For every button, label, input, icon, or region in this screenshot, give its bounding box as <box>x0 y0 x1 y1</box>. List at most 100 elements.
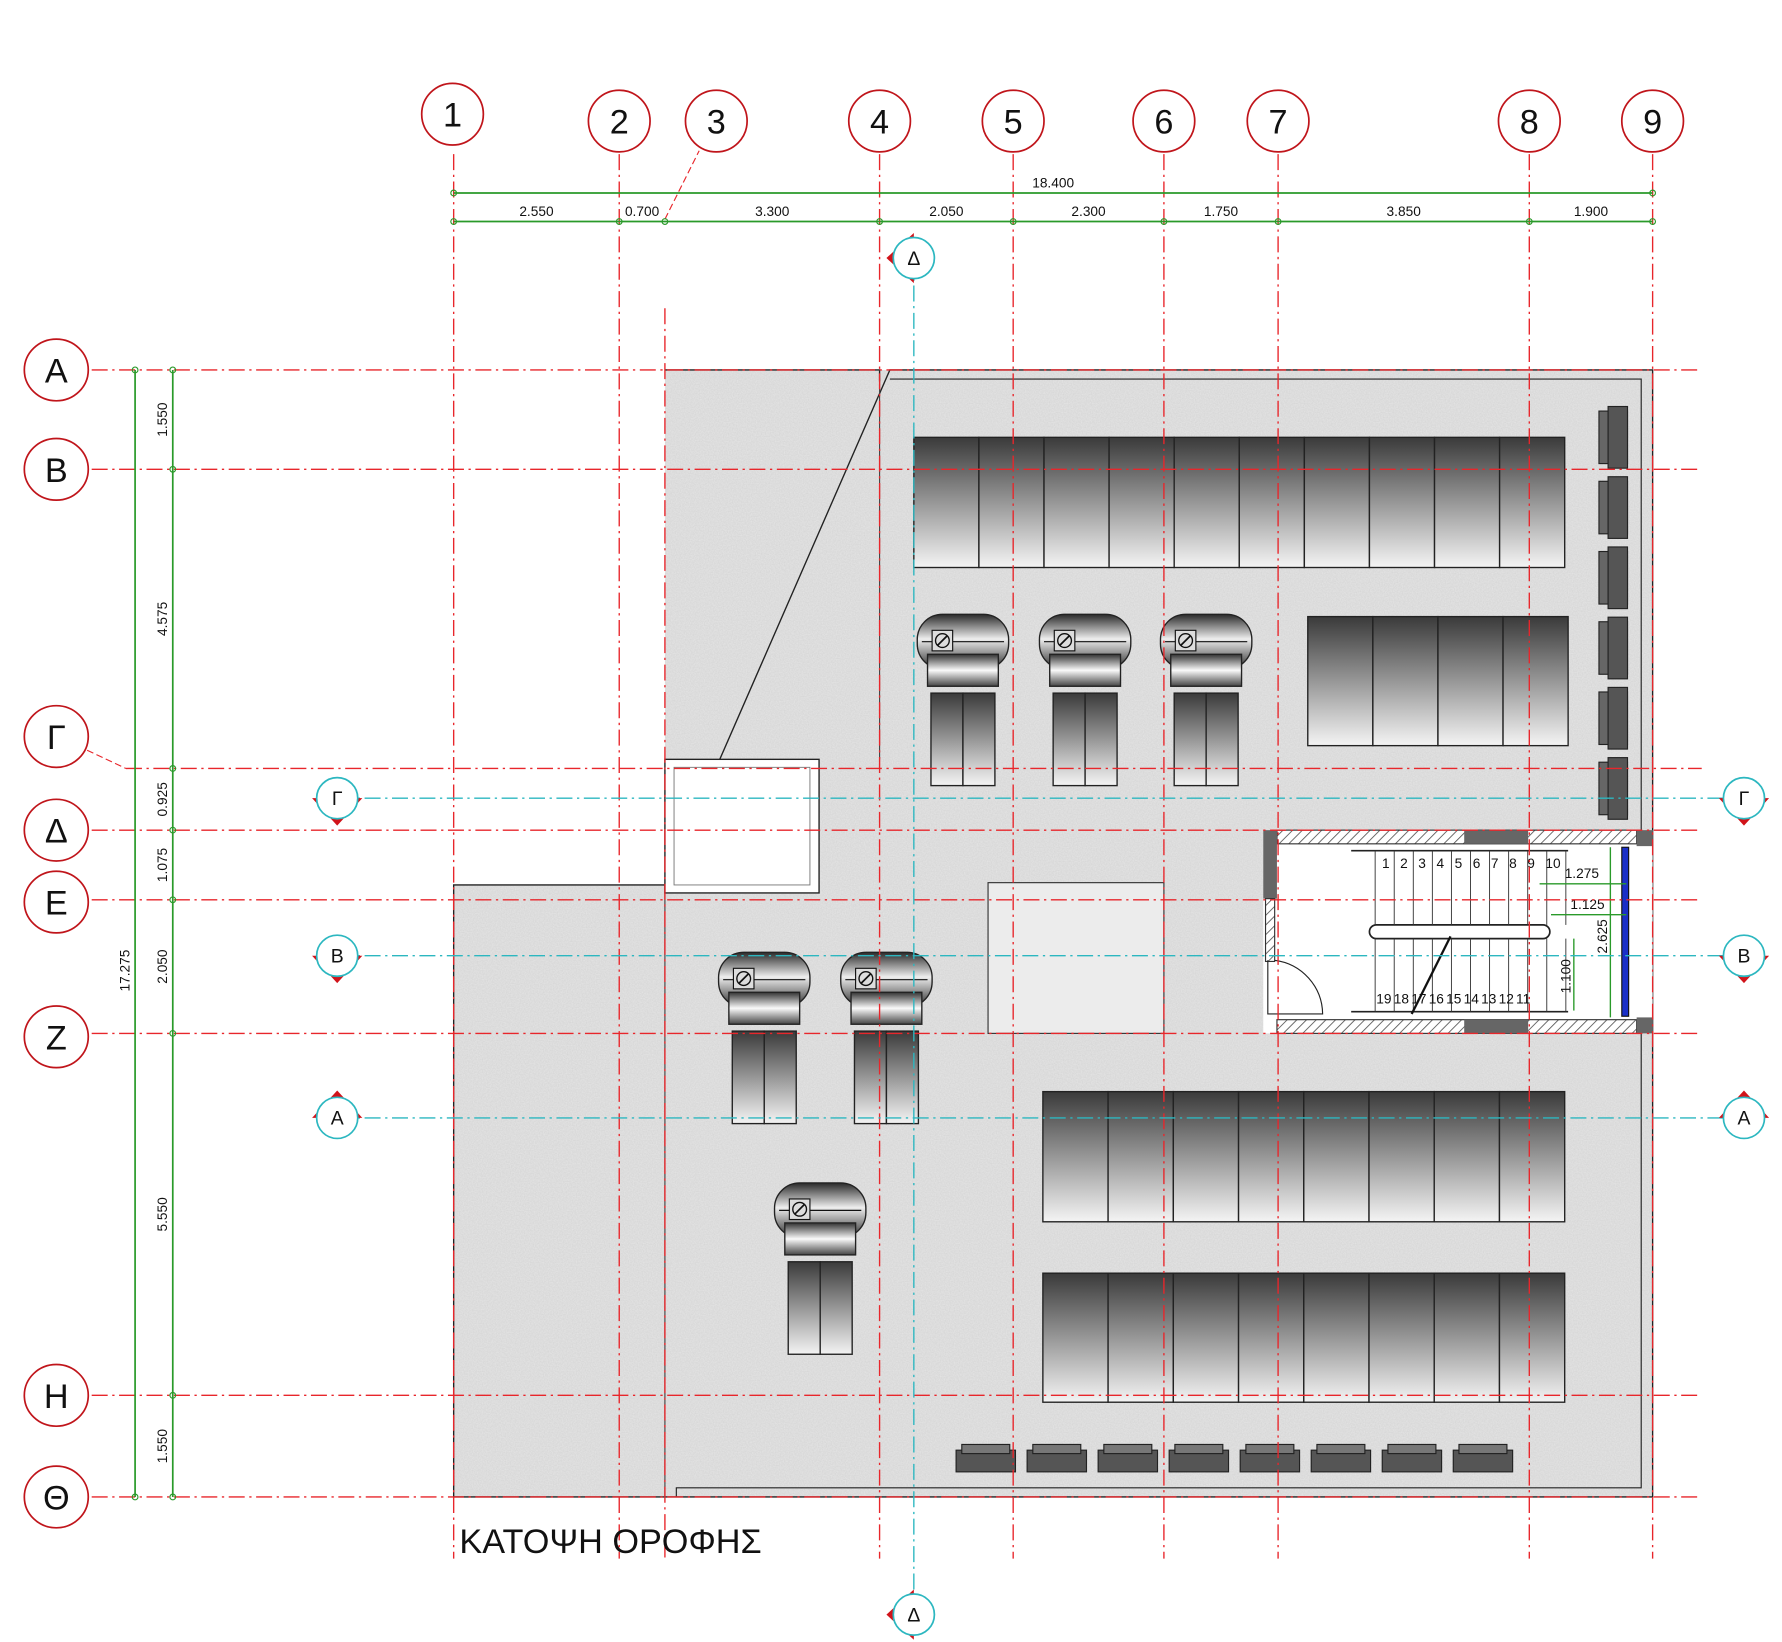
solar-panel <box>1042 1090 1109 1223</box>
dimension-tick <box>1525 218 1533 225</box>
ac-unit-top <box>1103 1443 1153 1455</box>
grid-bubble <box>23 1465 90 1529</box>
grid-label-column: 7 <box>1269 104 1288 142</box>
solar-water-heater <box>916 613 1010 787</box>
collector-panel <box>763 1030 797 1125</box>
tank-support <box>1049 653 1122 687</box>
section-marker: Α <box>1718 1090 1770 1140</box>
dimension-total-vertical: 17.275 <box>117 949 132 991</box>
dimension-label: 1.550 <box>155 1429 170 1464</box>
grid-label-column: 3 <box>707 104 726 142</box>
ac-unit <box>1598 616 1629 680</box>
ac-unit <box>1598 476 1629 539</box>
grid-label-column: 2 <box>610 104 629 142</box>
column <box>1636 830 1653 847</box>
dimension-tick <box>1009 218 1017 225</box>
solar-water-heater <box>717 951 811 1125</box>
dimension-tick <box>169 896 177 904</box>
section-bubble <box>315 776 359 820</box>
dimension-tick <box>169 465 177 473</box>
solar-panel <box>913 436 980 569</box>
solar-panel-array <box>1042 1272 1566 1403</box>
dimension-label: 1.275 <box>1565 866 1600 881</box>
ac-unit <box>1598 686 1629 750</box>
grid-leader <box>86 749 127 769</box>
section-label: Γ <box>332 788 343 810</box>
dimension-label: 1.125 <box>1570 897 1605 912</box>
dimension-tick <box>615 218 623 225</box>
section-label: Δ <box>907 248 920 270</box>
ac-unit-top <box>1032 1443 1082 1455</box>
grid-label-column: 9 <box>1643 104 1662 142</box>
grid-label-column: 1 <box>443 97 462 135</box>
grid-label-row: Ζ <box>46 1019 67 1057</box>
stair-step-number: 15 <box>1446 992 1462 1007</box>
stair-step-number: 5 <box>1455 856 1463 871</box>
ac-unit-top <box>1245 1443 1295 1455</box>
solar-panel <box>1173 436 1240 569</box>
ac-unit <box>955 1443 1017 1473</box>
section-marker: Δ <box>886 232 936 284</box>
light-well <box>664 758 820 894</box>
section-bubble <box>1722 934 1766 978</box>
stair-step-number: 13 <box>1481 992 1497 1007</box>
roof-hatch <box>987 882 1165 1034</box>
stair-step-number: 2 <box>1400 856 1408 871</box>
cut-line <box>1410 935 1452 1015</box>
section-bubble <box>315 1096 359 1140</box>
collector-panel <box>885 1030 920 1125</box>
dimension-label: 5.550 <box>155 1197 170 1232</box>
stair-step-number: 4 <box>1436 856 1444 871</box>
ac-unit-top <box>1607 405 1629 469</box>
collector-panel <box>787 1261 821 1355</box>
column <box>1636 1017 1653 1034</box>
grid-label-column: 6 <box>1154 104 1173 142</box>
dimension-label: 2.050 <box>929 204 964 219</box>
ac-unit <box>1598 757 1629 820</box>
stair-step-number: 7 <box>1491 856 1499 871</box>
stairwell <box>1263 830 1653 1034</box>
section-label: Β <box>1737 946 1750 968</box>
grid-label-column: 5 <box>1004 104 1023 142</box>
solar-water-heater <box>1159 613 1253 787</box>
solar-panel <box>1368 1090 1435 1223</box>
drawing-title: ΚΑΤΟΨΗ ΟΡΟΦΗΣ <box>459 1523 761 1561</box>
ac-unit-top <box>1174 1443 1224 1455</box>
collector-panel <box>1173 692 1207 787</box>
collector-panel <box>930 692 964 787</box>
solar-panel <box>1368 1272 1435 1403</box>
section-label: Δ <box>907 1604 920 1626</box>
collector-panel <box>1205 692 1239 787</box>
solar-panel <box>1437 615 1504 747</box>
stair-wall <box>1264 898 1276 963</box>
valve-icon <box>860 973 872 984</box>
ac-unit <box>1598 546 1629 610</box>
tank-support <box>784 1222 857 1256</box>
solar-panel-array <box>1307 615 1569 747</box>
grid-bubble <box>847 89 912 153</box>
solar-panel <box>1433 436 1501 569</box>
solar-water-heater <box>773 1182 867 1355</box>
collector-panel <box>1084 692 1118 787</box>
stair-step-number: 18 <box>1394 992 1410 1007</box>
grid-bubble <box>981 89 1045 153</box>
solar-panel <box>1307 615 1374 747</box>
dimension-tick <box>876 218 884 225</box>
dimension-tick <box>169 1493 177 1501</box>
solar-panel <box>1107 1272 1175 1403</box>
collector-panel <box>1052 692 1086 787</box>
grid-label-row: Ε <box>45 885 68 923</box>
solar-panel-array <box>913 436 1566 569</box>
solar-panel-array <box>1042 1090 1566 1223</box>
grid-bubble <box>23 704 90 769</box>
section-marker: Δ <box>886 1589 936 1640</box>
stair-step-number: 9 <box>1527 856 1535 871</box>
grid-bubble <box>1497 89 1561 153</box>
grid-bubble <box>23 437 90 501</box>
dimension-total-horizontal: 18.400 <box>1032 175 1074 190</box>
tank-support <box>728 991 801 1025</box>
dimension-tick <box>169 1029 177 1037</box>
dimension-label: 2.300 <box>1071 204 1106 219</box>
